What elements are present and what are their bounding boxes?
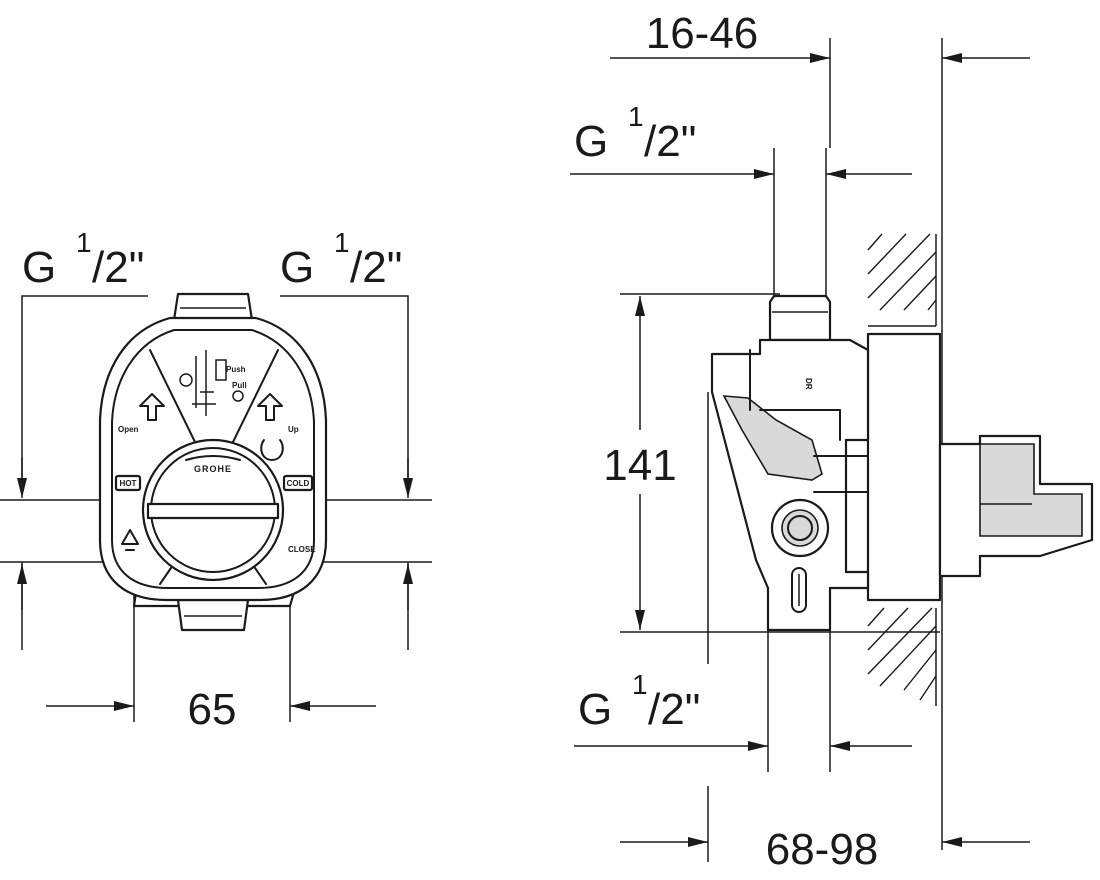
side-view: 16-46 G 1 /2" 141 (570, 9, 1094, 874)
valve-body-rim (111, 329, 315, 589)
up-arrow-icon (257, 393, 283, 421)
side-body-shading (722, 395, 823, 481)
thread-label-left-rest: /2" (92, 243, 144, 292)
depth-top-dimension: 16-46 (646, 9, 759, 58)
central-bar (146, 502, 280, 520)
thread-label-right-main: G (280, 243, 314, 292)
side-valve-body (710, 338, 870, 632)
depth-bottom-dimension: 68-98 (766, 825, 879, 874)
instruction-pictogram: Push Pull (179, 350, 247, 416)
hot-tab (114, 474, 142, 492)
side-slot (791, 567, 807, 613)
thread-label-left-num: 1 (76, 227, 92, 258)
cold-label: COLD (287, 479, 310, 488)
push-label: Push (226, 365, 246, 374)
thread-bottom-main: G (578, 685, 612, 734)
width-dimension: 65 (188, 685, 237, 734)
wall-hatch-bottom (867, 607, 937, 706)
closed-label: CLOSE (288, 545, 316, 554)
up-label: Up (288, 425, 299, 434)
thread-label-right-rest: /2" (350, 243, 402, 292)
open-label: Open (118, 425, 139, 434)
side-top-outlet (768, 294, 832, 342)
cold-tab (282, 474, 314, 492)
thread-top-rest: /2" (644, 117, 696, 166)
thread-bottom-rest: /2" (648, 685, 700, 734)
thread-top-num: 1 (628, 101, 644, 132)
top-outlet (172, 292, 254, 322)
direction-mark: DR (804, 378, 813, 390)
open-arrow-icon (139, 393, 165, 421)
leader-right (280, 295, 409, 480)
wedge-lines (149, 349, 279, 445)
thread-label-right-num: 1 (334, 227, 350, 258)
thread-top-main: G (574, 117, 608, 166)
pull-label: Pull (232, 381, 247, 390)
wall-hatch-top (867, 233, 937, 327)
rotate-icon (260, 439, 284, 461)
thread-bottom-num: 1 (632, 669, 648, 700)
bottom-outlet (176, 598, 250, 632)
leader-left (21, 295, 148, 480)
mount-plate (866, 332, 942, 602)
height-dimension: 141 (603, 441, 676, 490)
brand-logo: GROHE (194, 464, 232, 474)
front-view: G 1 /2" G 1 /2" 65 (0, 227, 432, 734)
thread-label-left-main: G (22, 243, 56, 292)
recycle-icon (121, 529, 139, 551)
hot-label: HOT (120, 479, 137, 488)
